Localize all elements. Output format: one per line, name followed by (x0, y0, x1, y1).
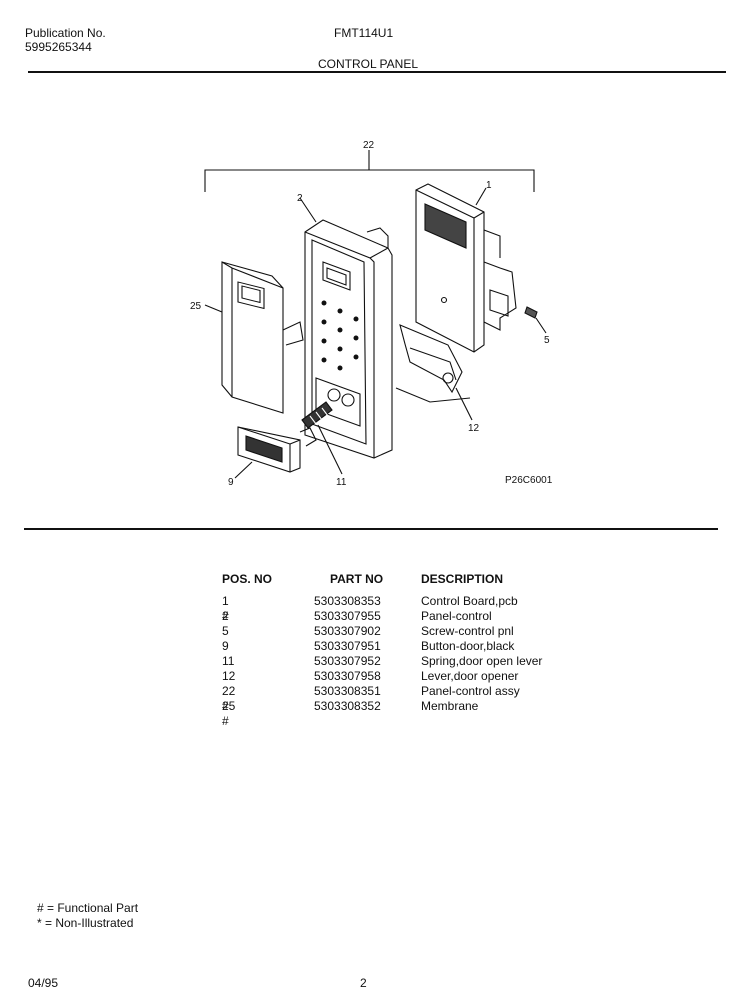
pos-cell: 22 # (222, 684, 236, 713)
description-cell: Control Board,pcb (421, 594, 518, 608)
col-header-description: DESCRIPTION (421, 572, 504, 586)
description-cell: Spring,door open lever (421, 654, 543, 668)
publication-label: Publication No. (25, 26, 106, 40)
description-cell: Panel-control assy (421, 684, 520, 698)
model-number: FMT114U1 (334, 26, 394, 40)
section-title: CONTROL PANEL (318, 57, 419, 71)
callout-22: 22 (363, 140, 375, 151)
callout-25: 25 (190, 301, 202, 312)
pos-cell: 11 (222, 654, 235, 668)
part-cell: 5303307952 (314, 654, 381, 668)
spring-part-11 (301, 401, 343, 475)
col-header-pos: POS. NO (222, 572, 273, 586)
exploded-diagram: 22 1 2 25 5 12 9 11 P26C6001 (190, 140, 553, 488)
part-cell: 5303307955 (314, 609, 381, 623)
callout-11: 11 (336, 477, 347, 488)
callout-12: 12 (468, 423, 480, 434)
section-rule (24, 528, 718, 530)
membrane-part-25 (204, 261, 304, 414)
pos-cell: 5 (222, 624, 229, 638)
description-cell: Panel-control (421, 609, 492, 623)
footer-date: 04/95 (28, 976, 59, 990)
description-cell: Lever,door opener (421, 669, 519, 683)
description-cell: Membrane (421, 699, 479, 713)
bracket-22 (204, 150, 535, 192)
pos-cell: 1 # (222, 594, 229, 623)
description-cell: Button-door,black (421, 639, 515, 653)
callout-1: 1 (486, 180, 492, 191)
lever-part-12 (395, 324, 473, 421)
figure-code: P26C6001 (505, 475, 553, 486)
part-cell: 5303307958 (314, 669, 381, 683)
screw-part-5 (524, 306, 547, 334)
control-panel-part-2 (299, 197, 393, 459)
callout-5: 5 (544, 335, 550, 346)
pos-cell: 9 (222, 639, 229, 653)
description-cell: Screw-control pnl (421, 624, 514, 638)
pos-cell: 2 (222, 609, 229, 623)
publication-number: 5995265344 (25, 40, 92, 54)
control-board-part-1 (415, 183, 517, 353)
door-button-part-9 (234, 426, 317, 479)
callout-9: 9 (228, 477, 234, 488)
part-cell: 5303307902 (314, 624, 381, 638)
part-cell: 5303308351 (314, 684, 381, 698)
keypad-dots (321, 300, 359, 371)
legend-non-illustrated: * = Non-Illustrated (37, 916, 134, 930)
part-cell: 5303308352 (314, 699, 381, 713)
legend-functional: # = Functional Part (37, 901, 139, 915)
part-cell: 5303308353 (314, 594, 381, 608)
callout-2: 2 (297, 193, 303, 204)
pos-cell: 25 # (222, 699, 236, 728)
part-cell: 5303307951 (314, 639, 381, 653)
header-rule (28, 71, 726, 73)
pos-cell: 12 (222, 669, 236, 683)
col-header-part: PART NO (330, 572, 384, 586)
page-number: 2 (360, 976, 367, 990)
